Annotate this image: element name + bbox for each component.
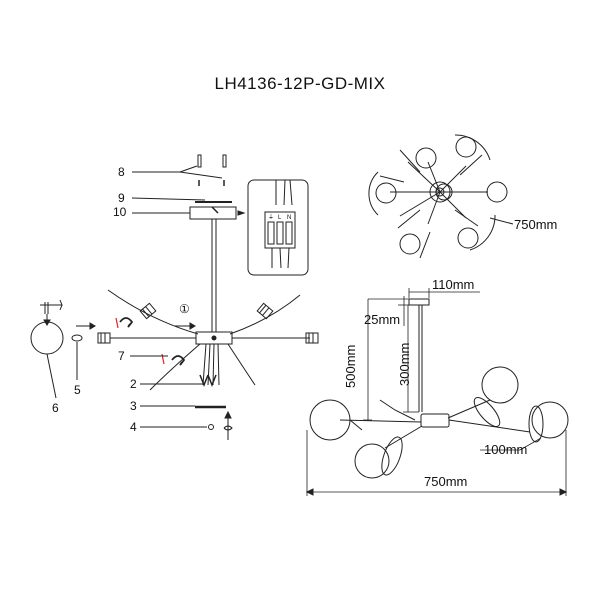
dim-100-leader: [519, 437, 542, 451]
elev-shade-right: [531, 401, 569, 439]
terminal-label-l: L: [278, 215, 282, 221]
body-screw: [211, 335, 217, 341]
rotate-symbol: [223, 425, 233, 431]
elev-arm-right: [448, 419, 531, 433]
arrow-in-left-head: [89, 322, 96, 330]
hanging-wires: [202, 343, 220, 386]
dim-overall-height: 500mm: [343, 345, 358, 388]
dim-canopy-height: 25mm: [364, 312, 400, 327]
leader-6: [46, 353, 57, 399]
glass-shade-icon: [30, 321, 64, 355]
leader-8a: [179, 165, 198, 173]
arm-lower-right: [227, 343, 256, 386]
leader-9: [131, 197, 206, 201]
step-marker: ①: [179, 302, 190, 316]
socket-right: [305, 332, 319, 344]
clip-lower: [171, 355, 186, 366]
terminal-inset: [247, 179, 309, 276]
canopy-pointer: [237, 210, 246, 216]
socket-upper-left: [139, 302, 157, 320]
elev-arm-upper-right: [447, 399, 491, 419]
wire-ends: [199, 374, 217, 388]
top-view-arms: [390, 161, 488, 225]
elev-body: [420, 413, 450, 428]
callout-4: 4: [130, 420, 137, 434]
side-elevation: 110mm 25mm 300mm 500mm 100mm 750: [305, 277, 569, 496]
leader-8b: [179, 171, 223, 179]
dim-750-arrow-left: [305, 488, 314, 496]
arm-lower-left: [149, 343, 201, 391]
terminal-1: [267, 221, 275, 245]
callout-9: 9: [118, 191, 125, 205]
terminal-label-n: N: [287, 215, 291, 221]
inset-wires-bottom: [271, 247, 290, 269]
clip-upper: [119, 317, 134, 328]
terminal-label-ground: ⏚: [268, 214, 274, 221]
callout-8: 8: [118, 165, 125, 179]
elev-shade-lower: [354, 443, 390, 479]
twist-arrow: [40, 299, 63, 311]
top-view-diameter-label: 750mm: [514, 217, 557, 232]
arrow-in-center-head: [189, 322, 196, 330]
small-screw: [208, 424, 214, 430]
elev-disc-right: [528, 405, 544, 443]
leader-top-diameter: [489, 217, 514, 225]
inset-wires: [275, 179, 293, 206]
elev-shade-upper-right: [481, 366, 519, 404]
dim-canopy-width: 110mm: [432, 277, 474, 292]
dim-overall-width: 750mm: [424, 474, 467, 489]
screw-left: [197, 154, 202, 168]
dim-shade-size: 100mm: [484, 442, 527, 457]
arrow-up-head: [224, 410, 232, 419]
elev-disc-lower: [381, 436, 403, 476]
socket-upper-right: [256, 302, 274, 320]
top-view-shades: [375, 136, 508, 255]
bulb-icon: [71, 334, 83, 342]
elev-arm-left: [339, 419, 422, 423]
dim-750-arrow-right: [559, 488, 568, 496]
top-view: 750mm: [368, 134, 557, 259]
elev-disc-upper: [473, 396, 501, 428]
callout-5: 5: [74, 383, 81, 397]
callout-10: 10: [113, 205, 127, 219]
socket-left: [97, 332, 111, 344]
arm-upper-left: [107, 289, 199, 335]
terminal-3: [285, 221, 293, 245]
callout-6: 6: [52, 401, 59, 415]
exploded-assembly: 8 9 10 ⏚ L N: [30, 154, 319, 440]
product-code: LH4136-12P-GD-MIX: [214, 74, 386, 93]
elev-arm-lower-left: [384, 425, 423, 449]
elev-canopy: [408, 298, 430, 306]
callout-2: 2: [130, 377, 137, 391]
clip-red-mark-1: [115, 317, 119, 329]
elev-socket-left: [349, 419, 363, 431]
callout-3: 3: [130, 399, 137, 413]
dim-stem-length: 300mm: [397, 343, 412, 386]
elev-arm-upper-left: [379, 399, 416, 421]
arm-upper-right: [229, 294, 301, 335]
callout-7: 7: [118, 349, 125, 363]
canopy-arrow: [211, 206, 219, 214]
terminal-2: [276, 221, 284, 245]
twist-lines: [44, 302, 49, 314]
screw-right: [222, 154, 227, 168]
